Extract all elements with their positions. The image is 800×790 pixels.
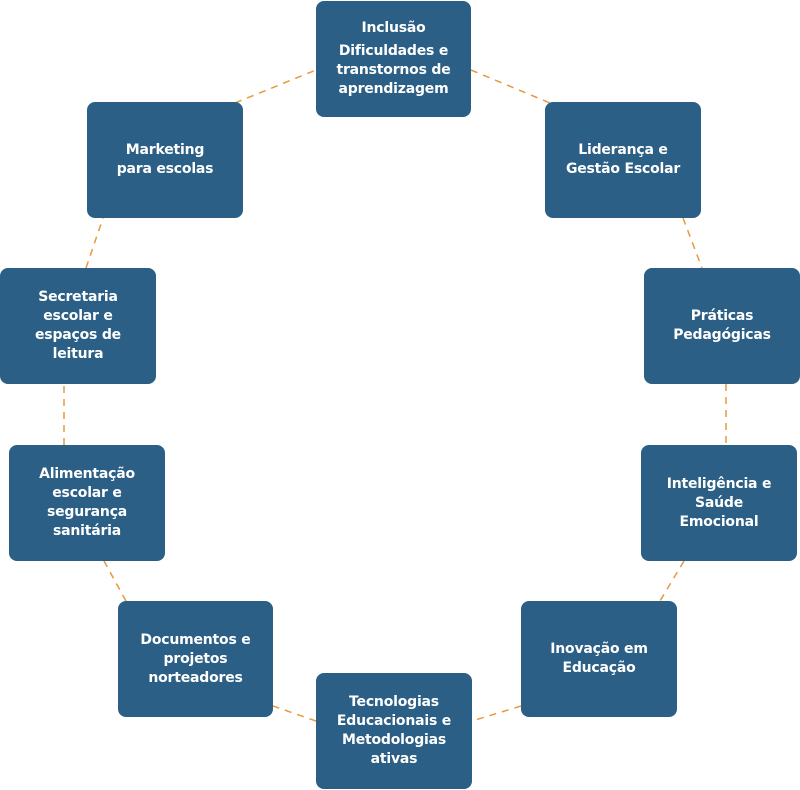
connector-documentos-alimentacao bbox=[103, 560, 127, 602]
node-secretaria-line-2: escolar e bbox=[43, 308, 113, 324]
node-inclusao: Inclusão Dificuldades e transtornos de a… bbox=[316, 1, 471, 117]
node-marketing-line-1: Marketing bbox=[125, 142, 205, 158]
node-secretaria: Secretaria escolar e espaços de leitura bbox=[0, 268, 156, 384]
node-lideranca-line-1: Liderança e bbox=[578, 142, 668, 158]
node-documentos-line-2: projetos bbox=[163, 650, 228, 667]
node-secretaria-line-4: leitura bbox=[52, 346, 104, 362]
node-tecnologias-line-1: Tecnologias bbox=[349, 694, 439, 710]
node-alimentacao-line-1: Alimentação bbox=[39, 466, 135, 482]
node-marketing: Marketing para escolas bbox=[87, 102, 243, 218]
node-secretaria-line-3: espaços de bbox=[35, 327, 121, 343]
node-inteligencia-line-3: Emocional bbox=[679, 513, 759, 530]
node-secretaria-line-1: Secretaria bbox=[38, 289, 118, 305]
node-alimentacao: Alimentação escolar e segurança sanitári… bbox=[9, 445, 165, 561]
connector-inteligencia-inovacao bbox=[659, 560, 685, 602]
node-inovacao: Inovação em Educação bbox=[521, 601, 677, 717]
node-inovacao-line-1: Inovação em bbox=[550, 641, 648, 657]
node-marketing-line-2: para escolas bbox=[116, 161, 214, 177]
connector-inclusao-lideranca bbox=[470, 69, 551, 104]
node-praticas-line-1: Práticas bbox=[690, 308, 754, 324]
node-alimentacao-line-2: escolar e bbox=[52, 485, 122, 501]
node-documentos-line-3: norteadores bbox=[148, 669, 243, 686]
connector-marketing-inclusao bbox=[234, 69, 317, 104]
node-inclusao-title: Inclusão bbox=[361, 20, 426, 36]
node-inclusao-line-1: Dificuldades e bbox=[338, 43, 449, 59]
node-alimentacao-line-4: sanitária bbox=[52, 523, 122, 539]
node-praticas-line-2: Pedagógicas bbox=[673, 327, 771, 343]
connector-lideranca-praticas bbox=[682, 217, 703, 269]
node-tecnologias-line-3: Metodologias bbox=[342, 732, 446, 748]
connector-secretaria-marketing bbox=[85, 217, 104, 269]
node-inteligencia-line-1: Inteligência e bbox=[666, 475, 772, 492]
node-inclusao-line-2: transtornos de bbox=[336, 62, 451, 78]
node-lideranca: Liderança e Gestão Escolar bbox=[545, 102, 701, 218]
node-documentos-line-1: Documentos e bbox=[140, 631, 251, 648]
node-tecnologias-line-2: Educacionais e bbox=[336, 713, 452, 729]
node-lideranca-line-2: Gestão Escolar bbox=[565, 161, 681, 177]
node-inteligencia-line-2: Saúde bbox=[694, 494, 743, 511]
node-inteligencia: Inteligência e Saúde Emocional bbox=[641, 445, 797, 561]
node-tecnologias: Tecnologias Educacionais e Metodologias … bbox=[316, 673, 472, 789]
node-praticas: Práticas Pedagógicas bbox=[644, 268, 800, 384]
connector-tecnologias-documentos bbox=[272, 705, 317, 722]
node-inclusao-line-3: aprendizagem bbox=[338, 81, 449, 97]
node-inovacao-line-2: Educação bbox=[562, 660, 636, 676]
node-documentos: Documentos e projetos norteadores bbox=[118, 601, 273, 717]
connector-inovacao-tecnologias bbox=[471, 705, 522, 722]
node-alimentacao-line-3: segurança bbox=[46, 504, 128, 520]
node-tecnologias-line-4: ativas bbox=[370, 751, 418, 767]
